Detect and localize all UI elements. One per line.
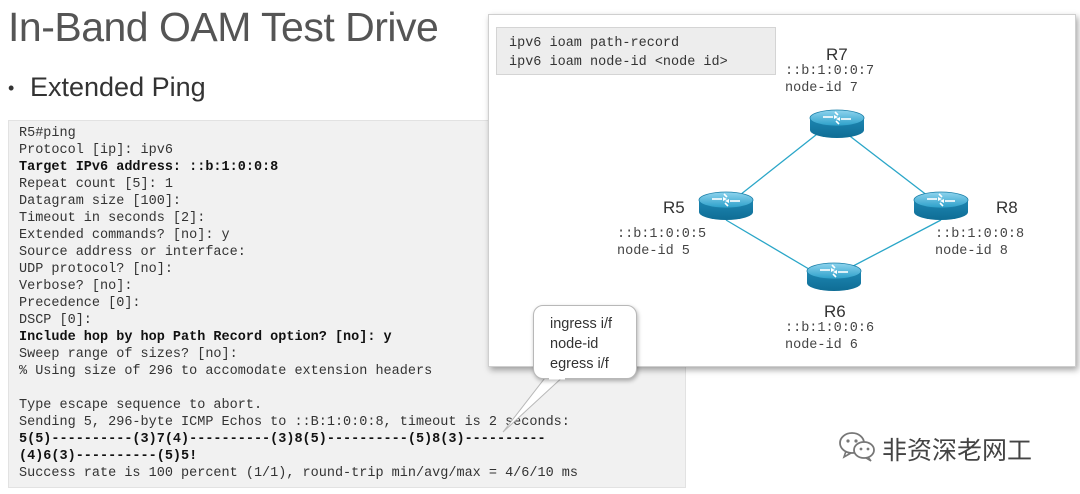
router-r6-name: R6 bbox=[824, 302, 846, 321]
console-line: Source address or interface: bbox=[19, 245, 246, 260]
router-r8-name: R8 bbox=[996, 198, 1018, 217]
router-r6-address: ::b:1:0:0:6 bbox=[785, 321, 875, 336]
console-line: Sending 5, 296-byte ICMP Echos to ::B:1:… bbox=[19, 415, 570, 430]
wechat-icon bbox=[839, 432, 875, 462]
bullet-symbol: • bbox=[8, 78, 15, 99]
router-r7-address: ::b:1:0:0:7 bbox=[785, 64, 875, 79]
console-line: (4)6(3)----------(5)5! bbox=[19, 449, 198, 464]
console-line: DSCP [0]: bbox=[19, 313, 92, 328]
slide-title: In-Band OAM Test Drive bbox=[8, 4, 439, 50]
callout-line: ingress i/f bbox=[550, 316, 613, 332]
console-line: Target IPv6 address: ::b:1:0:0:8 bbox=[19, 160, 279, 175]
config-command: ipv6 ioam node-id <node id> bbox=[509, 55, 728, 70]
link-r7-r5 bbox=[725, 126, 827, 207]
console-line: Protocol [ip]: ipv6 bbox=[19, 143, 173, 158]
callout-line: egress i/f bbox=[550, 356, 609, 372]
callout-line: node-id bbox=[550, 336, 599, 352]
router-r6-node-id: node-id 6 bbox=[785, 338, 858, 353]
router-r7-name: R7 bbox=[826, 45, 848, 64]
router-r7-icon bbox=[809, 109, 865, 139]
console-line: Type escape sequence to abort. bbox=[19, 398, 263, 413]
config-command: ipv6 ioam path-record bbox=[509, 36, 680, 51]
router-r5-name: R5 bbox=[663, 198, 685, 217]
topology-graphic bbox=[698, 109, 969, 292]
router-r8-node-id: node-id 8 bbox=[935, 244, 1008, 259]
console-line: Sweep range of sizes? [no]: bbox=[19, 347, 238, 362]
router-r5-node-id: node-id 5 bbox=[617, 244, 690, 259]
router-r6-icon bbox=[806, 262, 862, 292]
bullet-item: • Extended Ping bbox=[8, 72, 206, 103]
console-line: Precedence [0]: bbox=[19, 296, 141, 311]
console-line: Extended commands? [no]: y bbox=[19, 228, 230, 243]
router-r5-address: ::b:1:0:0:5 bbox=[617, 227, 707, 242]
console-line: Include hop by hop Path Record option? [… bbox=[19, 330, 392, 345]
console-line: Datagram size [100]: bbox=[19, 194, 182, 209]
router-r8-address: ::b:1:0:0:8 bbox=[935, 227, 1025, 242]
console-line: 5(5)----------(3)7(4)----------(3)8(5)--… bbox=[19, 432, 546, 447]
console-line: Repeat count [5]: 1 bbox=[19, 177, 173, 192]
console-line: Verbose? [no]: bbox=[19, 279, 133, 294]
config-commands: ipv6 ioam path-record ipv6 ioam node-id … bbox=[496, 27, 776, 75]
router-r7-node-id: node-id 7 bbox=[785, 81, 858, 96]
console-line: % Using size of 296 to accomodate extens… bbox=[19, 364, 433, 379]
callout-bubble: ingress i/f node-id egress i/f bbox=[533, 305, 637, 379]
console-line: UDP protocol? [no]: bbox=[19, 262, 173, 277]
router-r8-icon bbox=[913, 191, 969, 221]
console-line: R5#ping bbox=[19, 126, 76, 141]
console-line: Success rate is 100 percent (1/1), round… bbox=[19, 466, 578, 481]
link-r5-r6 bbox=[725, 219, 820, 276]
router-r5-icon bbox=[698, 191, 754, 221]
console-line: Timeout in seconds [2]: bbox=[19, 211, 206, 226]
watermark-text: 非资深老网工 bbox=[882, 437, 1033, 465]
link-r7-r8 bbox=[837, 126, 942, 207]
bullet-text: Extended Ping bbox=[30, 72, 206, 102]
